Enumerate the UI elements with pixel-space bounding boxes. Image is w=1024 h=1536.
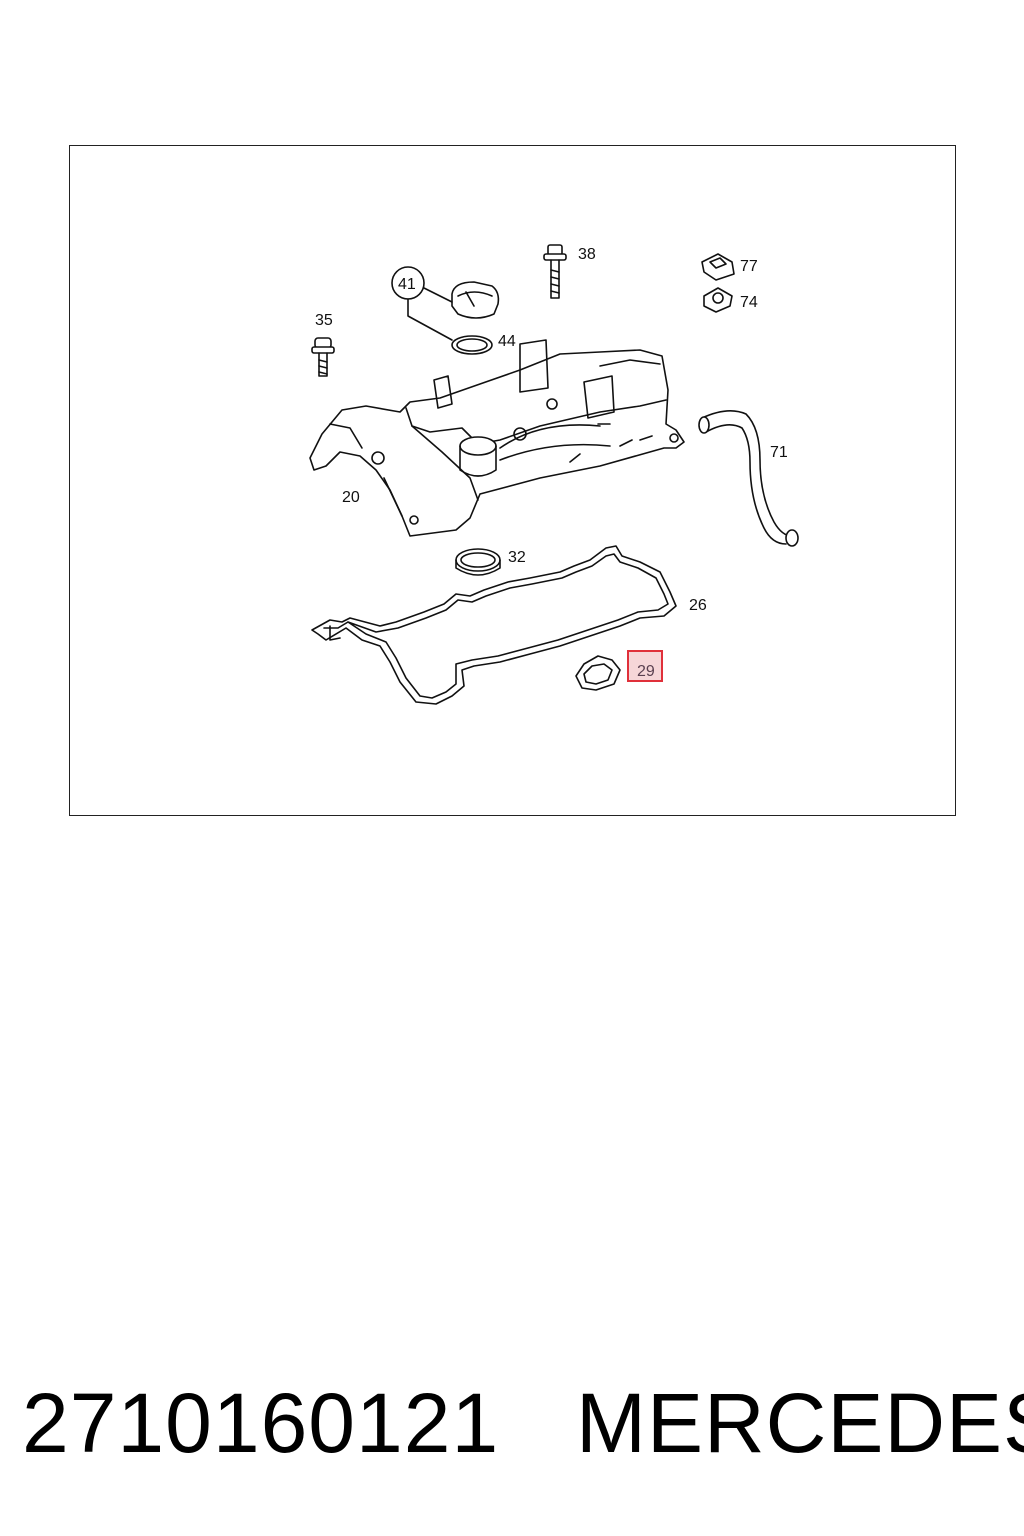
callout-label-32: 32	[508, 549, 526, 566]
callout-label-20: 20	[342, 489, 360, 506]
leader-41	[423, 287, 453, 303]
leader-41-44	[407, 298, 453, 341]
bolt-35	[311, 337, 335, 377]
parts-diagram: 41 38 77 74 35 44 71 20 32 26 29	[309, 244, 799, 705]
footer: 2710160121 MERCEDES	[0, 1368, 1024, 1478]
nut-74	[703, 287, 733, 313]
callout-label-41: 41	[398, 276, 416, 293]
seal-ring-44	[451, 335, 493, 355]
hose-71	[698, 410, 799, 547]
callout-label-26: 26	[689, 597, 707, 614]
gasket-26	[311, 545, 677, 705]
callout-label-44: 44	[498, 333, 516, 350]
clip-77	[701, 253, 735, 281]
seal-29	[575, 655, 621, 691]
seal-ring-32	[455, 548, 501, 576]
callout-label-38: 38	[578, 246, 596, 263]
bolt-38	[543, 244, 567, 299]
highlight-box-29	[627, 650, 663, 682]
cylinder-head-cover-20	[309, 339, 685, 537]
callout-label-77: 77	[740, 258, 758, 275]
callout-label-29: 29	[637, 663, 655, 680]
callout-label-35: 35	[315, 312, 333, 329]
brand-name: MERCEDES	[576, 1376, 1024, 1470]
oil-cap-41	[451, 281, 500, 319]
callout-label-74: 74	[740, 294, 758, 311]
callout-label-71: 71	[770, 444, 788, 461]
part-number: 2710160121	[22, 1376, 500, 1470]
